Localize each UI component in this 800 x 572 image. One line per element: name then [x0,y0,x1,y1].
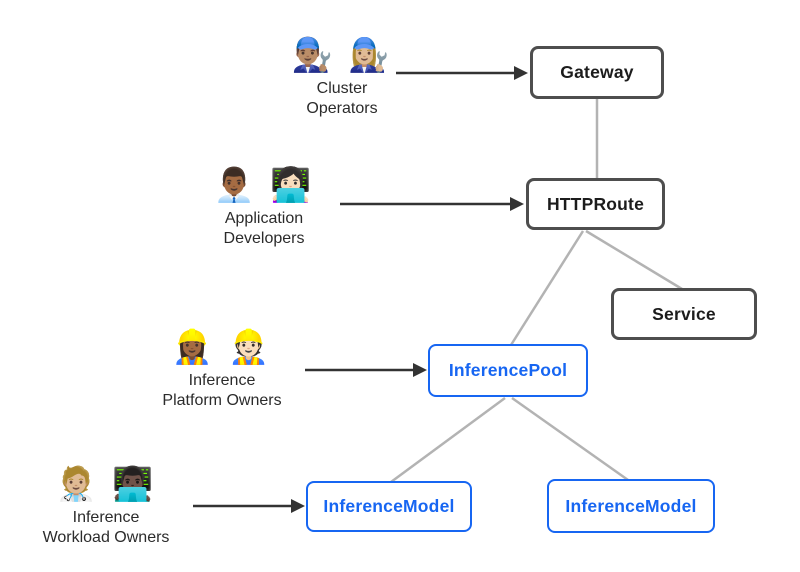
persona-inference-workload-owners: 🧑🏼‍⚕️ 👨🏿‍💻 Inference Workload Owners [21,463,191,548]
node-gateway: Gateway [530,46,664,99]
node-service: Service [611,288,757,340]
arrowhead-inference-workload-owners [291,499,305,513]
persona-label-inference-workload-owners: Inference Workload Owners [42,508,170,546]
node-httproute-label: HTTPRoute [546,193,645,214]
persona-cluster-operators: 👨🏽‍🔧 👩🏼‍🔧 Cluster Operators [257,34,427,119]
mechanics-emoji-icon: 👨🏽‍🔧 👩🏼‍🔧 [291,36,393,73]
scientist-technologist-emoji-icon: 🧑🏼‍⚕️ 👨🏿‍💻 [55,465,157,502]
persona-application-developers: 👨🏾‍💼 👩🏻‍💻 Application Developers [179,164,349,249]
node-inferencemodel-left: InferenceModel [306,481,472,532]
arrowhead-cluster-operators [514,66,528,80]
node-inferencemodel-right-label: InferenceModel [565,495,697,516]
edge-httproute-service [585,229,683,291]
arrowhead-inference-platform-owners [413,363,427,377]
office-worker-technologist-emoji-icon: 👨🏾‍💼 👩🏻‍💻 [213,166,315,203]
node-httproute: HTTPRoute [526,178,665,230]
node-inferencemodel-right: InferenceModel [547,479,715,533]
construction-workers-emoji-icon: 👷🏾‍♀️ 👷🏻 [171,328,273,365]
node-gateway-label: Gateway [560,62,634,82]
node-service-label: Service [652,303,716,324]
persona-arrows [193,66,528,513]
edge-httproute-inferencepool [509,230,585,346]
arrowhead-application-developers [510,197,524,211]
node-inferencepool: InferencePool [428,344,588,397]
persona-inference-platform-owners: 👷🏾‍♀️ 👷🏻 Inference Platform Owners [137,326,307,411]
edge-inferencepool-inferencemodel-left [390,396,506,484]
persona-label-inference-platform-owners: Inference Platform Owners [162,371,282,409]
hierarchy-lines [390,99,683,484]
node-inferencemodel-left-label: InferenceModel [323,496,455,516]
persona-label-cluster-operators: Cluster Operators [306,79,378,117]
edge-inferencepool-inferencemodel-right [511,396,629,482]
node-inferencepool-label: InferencePool [448,360,568,380]
persona-label-application-developers: Application Developers [223,209,305,247]
